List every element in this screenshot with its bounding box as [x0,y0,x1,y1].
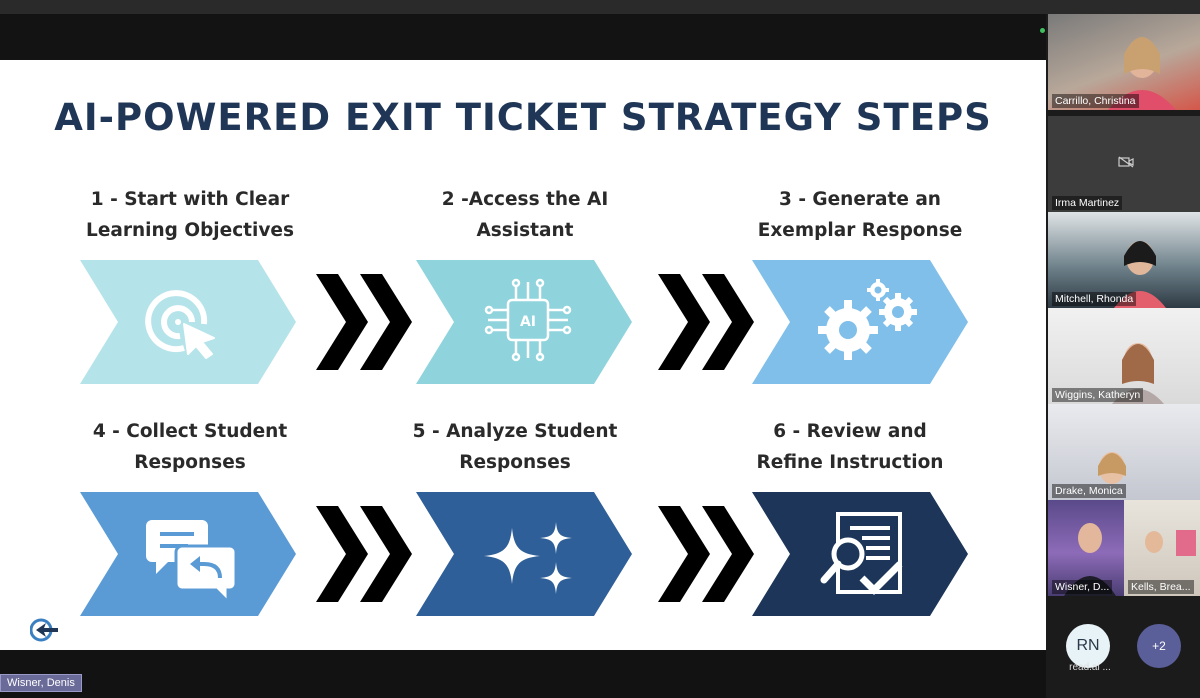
chat-bubbles-icon [146,520,238,606]
participant-tile[interactable]: Wiggins, Katheryn [1048,308,1200,404]
presenter-name-tag: Wisner, Denis [0,674,82,692]
participant-tile[interactable]: Drake, Monica [1048,404,1200,500]
active-speaker-indicator [1040,28,1045,33]
avatar[interactable]: RN [1066,624,1110,668]
step-6-chevron [752,492,968,616]
participant-name: Wisner, D... [1052,580,1113,594]
participant-name: Irma Martinez [1052,196,1123,210]
arrow-1-2 [316,274,416,370]
step-3-chevron [752,260,968,384]
participant-name: Drake, Monica [1052,484,1126,498]
participant-name: Wiggins, Katheryn [1052,388,1144,402]
arrow-5-6 [658,506,758,602]
meeting-app-logo-icon [29,617,60,643]
step-5-chevron [416,492,632,616]
sparkles-icon [484,522,572,594]
more-participants-button[interactable]: +2 [1137,624,1181,668]
window-top-bar [0,0,1200,14]
video-feed [1064,523,1116,596]
camera-off-icon [1118,156,1134,168]
participant-tile[interactable]: Mitchell, Rhonda [1048,212,1200,308]
step-1-chevron [80,260,296,384]
participant-tile[interactable]: Irma Martinez [1048,116,1200,212]
participant-name: Carrillo, Christina [1052,94,1139,108]
ai-chip-text: AI [520,314,536,330]
screen-share-header [0,14,1046,60]
video-feed [1098,452,1126,484]
ai-chip-icon [484,278,572,362]
participant-tile[interactable]: Kells, Brea... [1124,500,1200,596]
avatar-label: read.ai ... [1069,662,1111,673]
presentation-slide: AI-POWERED EXIT TICKET STRATEGY STEPS 1 … [0,60,1046,650]
step-2-chevron: AI [416,260,632,384]
target-cursor-icon [145,290,215,359]
video-feed [1145,530,1196,556]
step-4-chevron [80,492,296,616]
arrow-4-5 [316,506,416,602]
participant-tile[interactable]: Wisner, D... [1048,500,1124,596]
participant-name: Kells, Brea... [1128,580,1194,594]
participant-tile[interactable]: Carrillo, Christina [1048,14,1200,110]
slide-title: AI-POWERED EXIT TICKET STRATEGY STEPS [54,96,992,139]
participant-name: Mitchell, Rhonda [1052,292,1137,306]
document-review-icon [820,512,903,595]
gears-icon [818,279,917,360]
video-feed [1114,241,1166,308]
video-feed [1112,343,1164,404]
arrow-2-3 [658,274,758,370]
video-feed [1108,37,1176,110]
